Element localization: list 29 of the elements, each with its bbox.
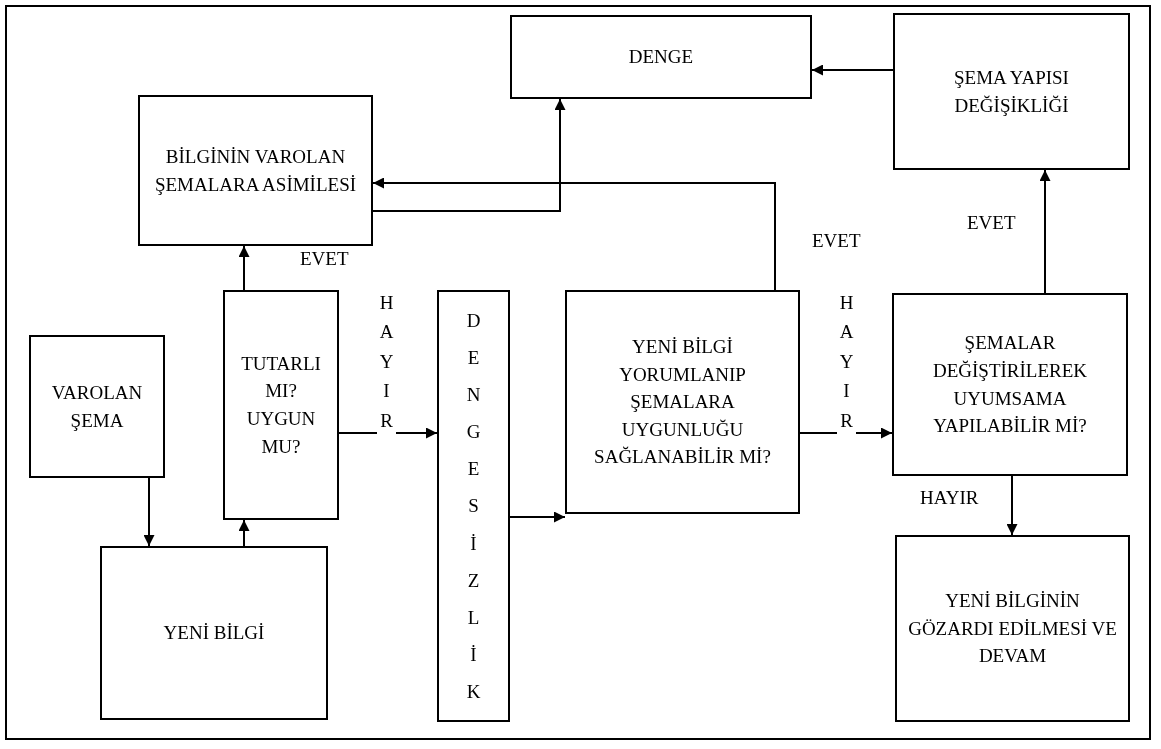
process-box — [892, 293, 1128, 476]
process-box — [100, 546, 328, 720]
process-box — [138, 95, 373, 246]
process-box — [510, 15, 812, 99]
arrow — [509, 511, 566, 523]
process-box — [223, 290, 339, 520]
arrow — [143, 477, 155, 547]
box-text: ŞEMA YAPISI DEĞİŞİKLİĞİ — [953, 65, 1070, 118]
box-text: YENİ BİLGİ YORUMLANIP ŞEMALARA UYGUNLUĞU SAĞLANABİLİR Mİ? — [593, 335, 772, 470]
process-box — [895, 535, 1130, 722]
process-box — [893, 13, 1130, 170]
box-text: YENİ BİLGİ — [163, 621, 265, 646]
box-text: TUTARLI MI? UYGUN MU? — [240, 351, 322, 459]
box-text: DENGESİZLİK — [465, 309, 482, 704]
arrow — [1006, 475, 1018, 536]
box-text: VAROLAN ŞEMA — [50, 380, 144, 433]
arrow — [811, 64, 894, 76]
arrow — [1039, 169, 1051, 294]
arrow — [238, 519, 250, 547]
process-box — [437, 290, 510, 722]
process-box — [29, 335, 165, 478]
box-text: BİLGİNİN VAROLAN ŞEMALARA ASİMİLESİ — [153, 144, 358, 197]
box-text: YENİ BİLGİNİN GÖZARDI EDİLMESİ VE DEVAM — [907, 589, 1118, 669]
arrow — [238, 245, 250, 291]
box-text: ŞEMALAR DEĞİŞTİRİLEREK UYUMSAMA YAPILABİLİR Mİ? — [931, 331, 1089, 439]
arrow — [372, 98, 566, 212]
box-text: DENGE — [628, 45, 694, 70]
process-box — [565, 290, 800, 514]
arrow — [372, 177, 776, 291]
